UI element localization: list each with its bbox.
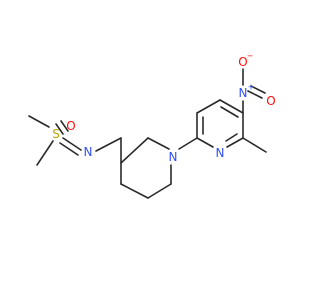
- bond-py-methyl: [242, 137, 267, 153]
- bond-nitro-o-right-a: [247, 90, 263, 99]
- bond-methyl2-sulfur: [36, 140, 54, 166]
- molecule-structure: O − N + O O S N N N: [28, 52, 276, 199]
- atom-pyridine-nitrogen: N: [216, 146, 225, 160]
- atom-nitro-oxygen-top: O: [238, 55, 247, 69]
- atom-nitro-oxygen-right: O: [266, 94, 275, 108]
- atom-labels: O − N + O O S N N N: [52, 52, 276, 165]
- atom-piperidine-nitrogen: N: [169, 150, 178, 164]
- bond-pip-c3-c2: [120, 137, 149, 164]
- bonds: [28, 68, 267, 199]
- bond-imine-ch2: [95, 137, 122, 152]
- atom-nitro-nitrogen: N: [239, 86, 248, 100]
- bond-py-c4-c5: [219, 99, 244, 114]
- atom-imine-nitrogen: N: [84, 145, 93, 159]
- charge-nitro-nitrogen: +: [248, 83, 255, 92]
- bond-py-c4-c5-inner: [220, 106, 239, 118]
- bond-pip-n-pyridine: [178, 137, 198, 150]
- bond-py-c3-c4: [196, 99, 221, 114]
- bond-py-c6-n-inner: [225, 133, 238, 142]
- bond-sulfur-oxygen-a: [55, 123, 64, 135]
- bond-py-n-c2: [196, 137, 214, 148]
- bond-pip-c2-n1: [147, 137, 170, 150]
- atom-sulfur: S: [52, 127, 60, 141]
- bond-sulfur-imine-b: [59, 142, 79, 156]
- bond-methyl1-sulfur: [28, 115, 50, 128]
- bond-sulfur-imine-a: [62, 137, 82, 151]
- atom-sulfoximine-oxygen: O: [66, 119, 75, 133]
- bond-nitro-o-right-b: [250, 85, 266, 94]
- bond-pip-c6-c5: [147, 183, 172, 199]
- bond-py-c6-n: [226, 137, 244, 148]
- bond-pip-c5-c4: [120, 183, 149, 199]
- charge-nitro-oxygen: −: [247, 52, 254, 61]
- bond-sulfur-oxygen-b: [60, 120, 69, 132]
